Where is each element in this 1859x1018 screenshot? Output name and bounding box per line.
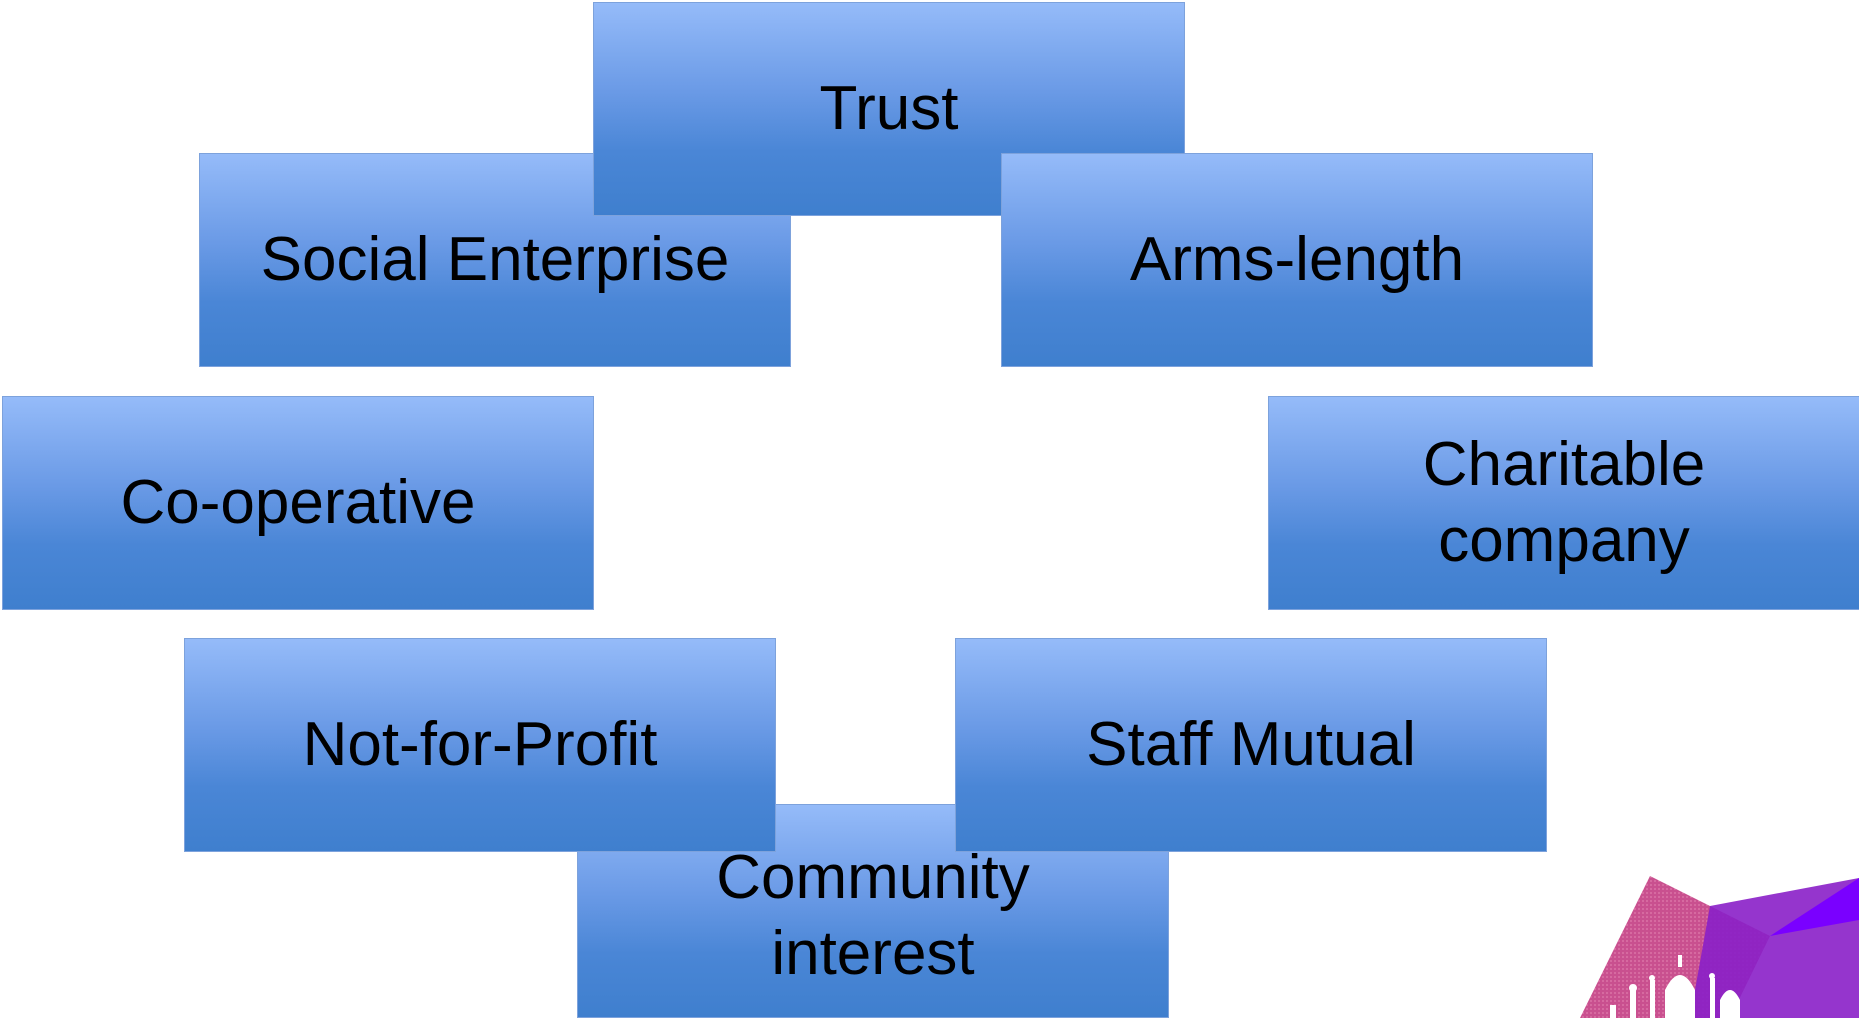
box-social-enterprise: Social Enterprise xyxy=(199,153,791,367)
box-community-interest: Community interest xyxy=(577,804,1169,1018)
box-label: Co-operative xyxy=(120,468,476,537)
box-label: Social Enterprise xyxy=(260,225,730,294)
box-arms-length: Arms-length xyxy=(1001,153,1593,367)
box-co-operative: Co-operative xyxy=(2,396,594,610)
box-label: Trust xyxy=(819,74,959,143)
pavilion-logo-icon xyxy=(1580,876,1859,1018)
box-charitable-company: Charitable company xyxy=(1268,396,1859,610)
box-label: Arms-length xyxy=(1129,225,1465,294)
box-staff-mutual: Staff Mutual xyxy=(955,638,1547,852)
box-not-for-profit: Not-for-Profit xyxy=(184,638,776,852)
box-label: Charitable company xyxy=(1422,430,1706,575)
box-label: Not-for-Profit xyxy=(302,710,658,779)
box-trust: Trust xyxy=(593,2,1185,216)
box-label: Staff Mutual xyxy=(1086,710,1416,779)
box-label: Community interest xyxy=(716,843,1030,988)
